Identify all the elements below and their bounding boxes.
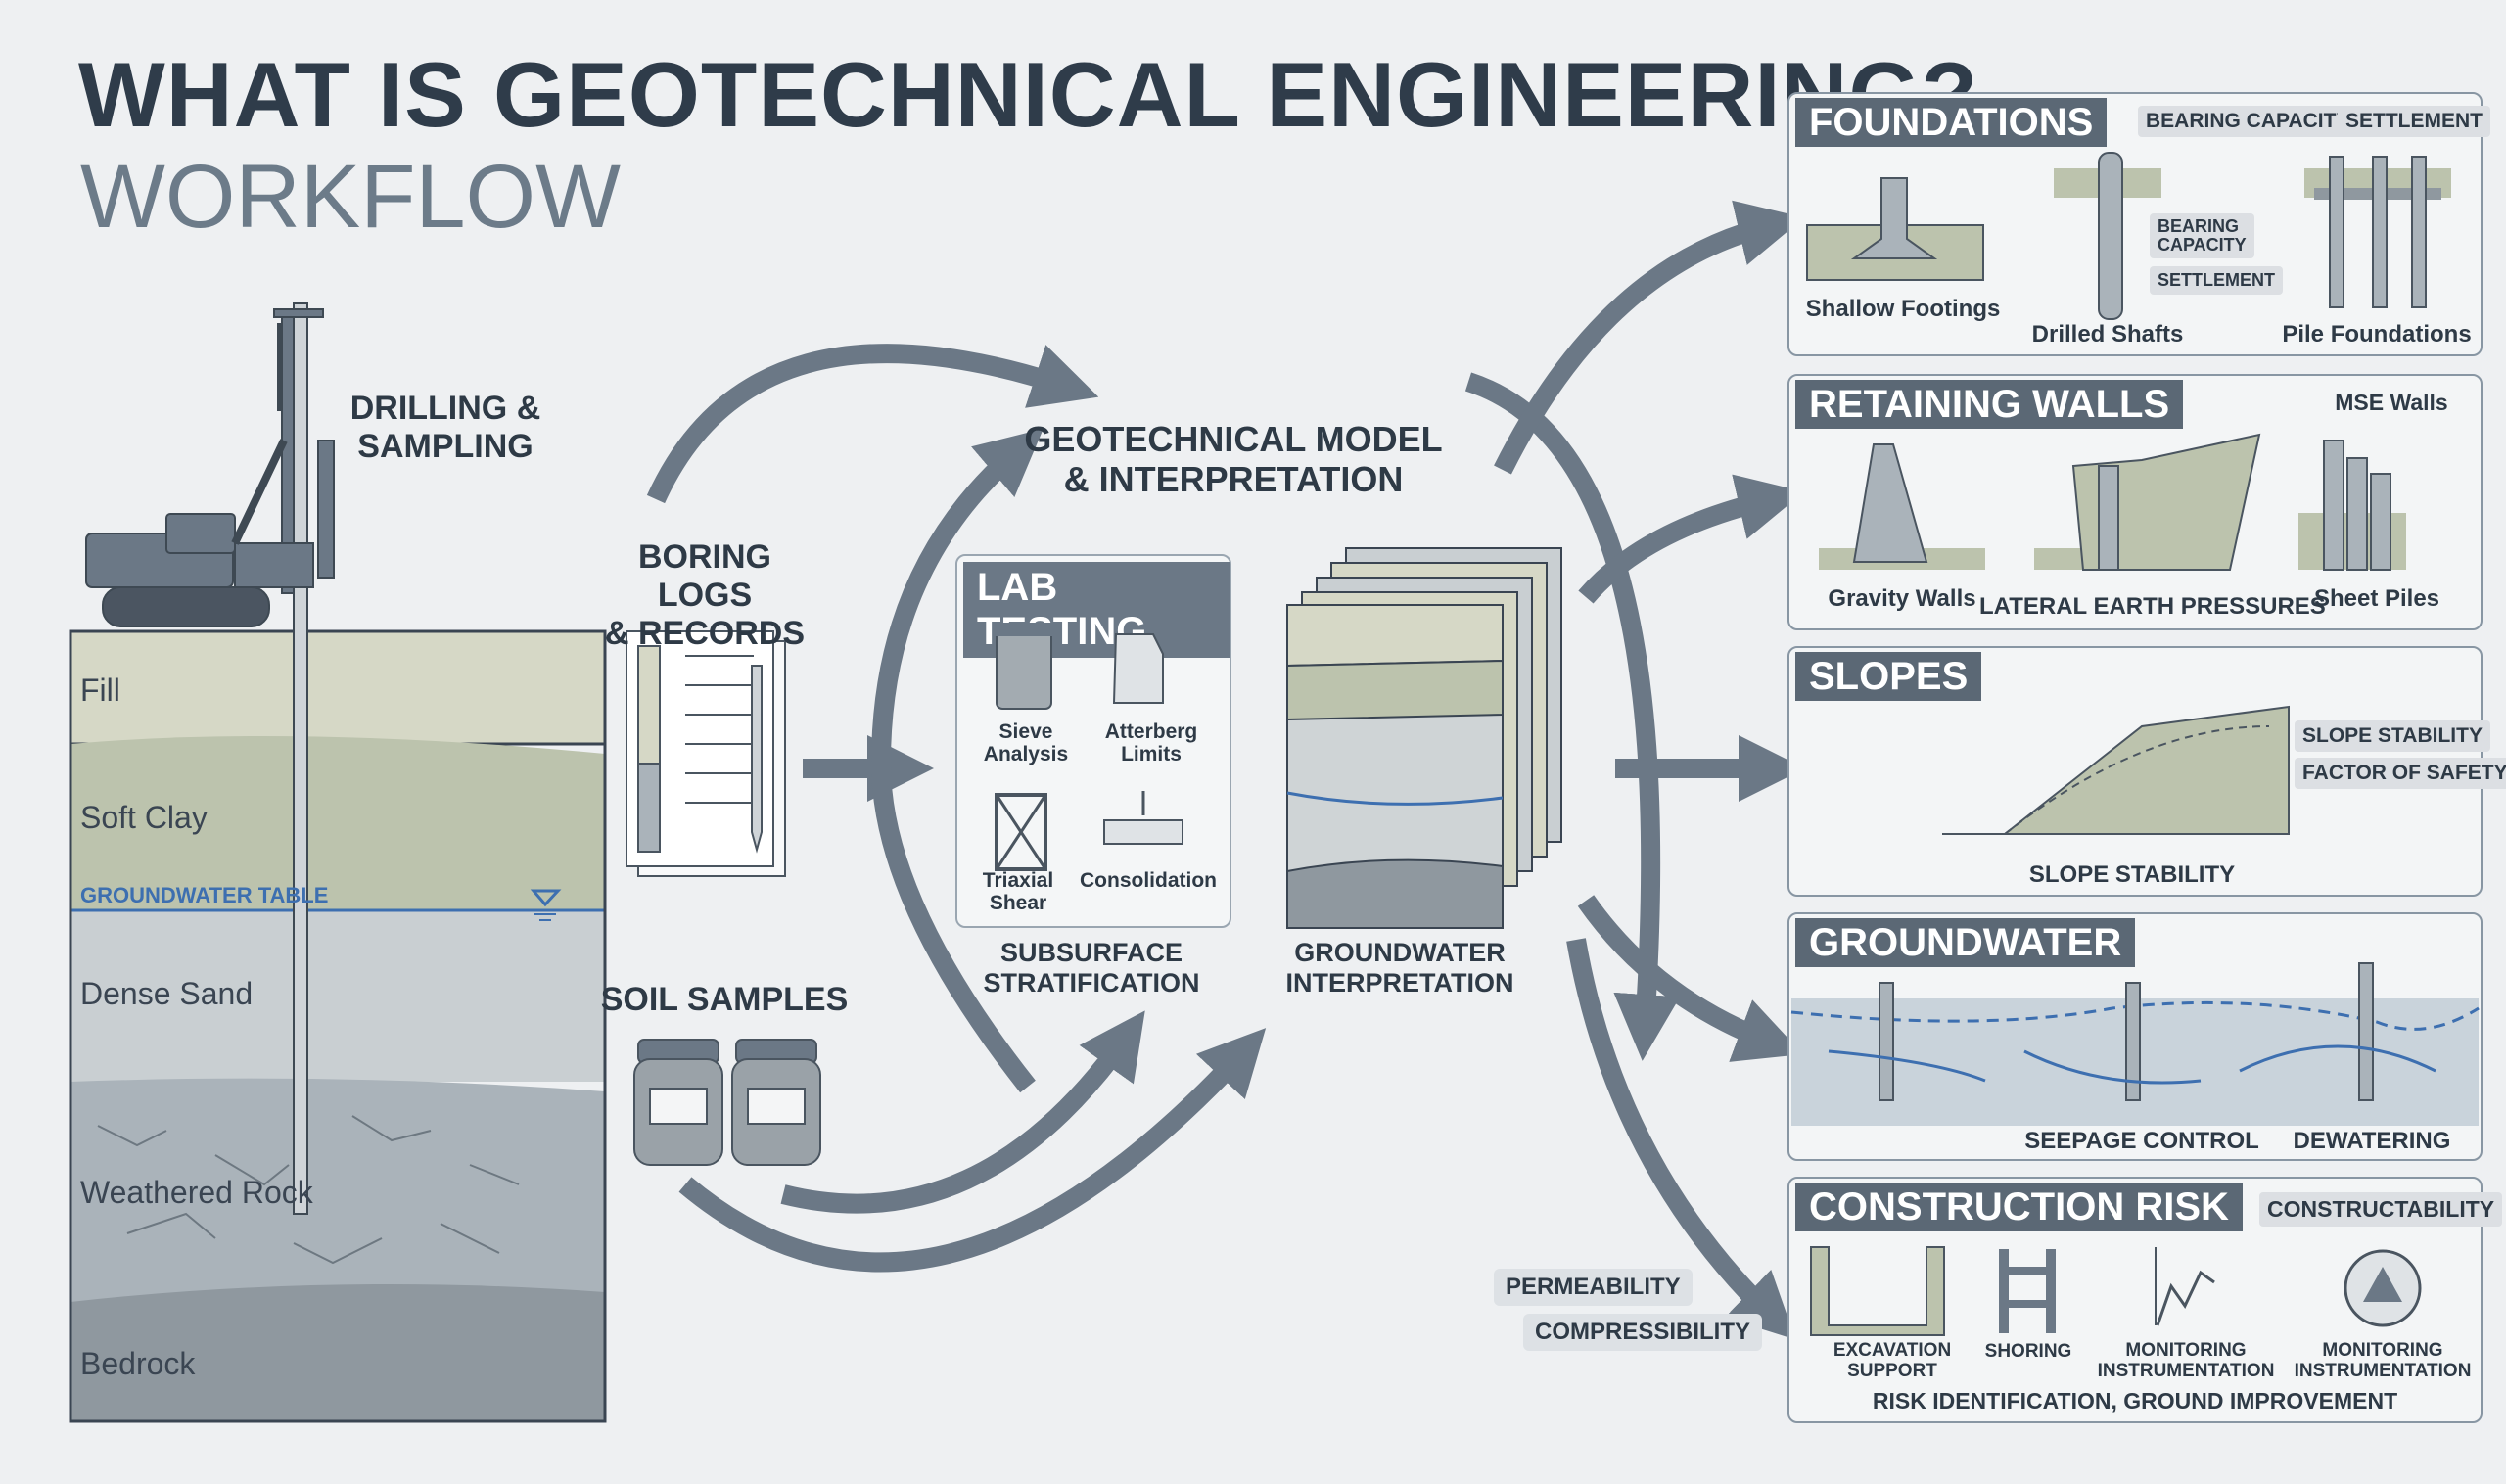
layer-weathered-rock: Weathered Rock [80, 1175, 313, 1210]
page-subtitle: WORKFLOW [80, 147, 621, 247]
lab-item-consolidation: Consolidation [1080, 869, 1217, 892]
page-title: WHAT IS GEOTECHNICAL ENGINEERING? [78, 43, 1978, 146]
item-monitoring-2: MONITORING INSTRUMENTATION [2294, 1340, 2472, 1381]
groundwater-icon [1790, 962, 2480, 1126]
lab-item-sieve: Sieve Analysis [983, 720, 1069, 766]
tag-factor-of-safety: FACTOR OF SAFETY [2295, 758, 2506, 789]
lab-item-atterberg: Atterberg Limits [1104, 720, 1198, 766]
layer-dense-sand: Dense Sand [80, 976, 254, 1011]
mini-tag-settlement: SETTLEMENT [2150, 266, 2283, 295]
panel-groundwater: GROUNDWATER SEEPAGE CONTROL DEWATERING [1787, 912, 2483, 1161]
model-label: GEOTECHNICAL MODEL & INTERPRETATION [1024, 419, 1443, 500]
soil-column [69, 629, 607, 1423]
lab-item-triaxial: Triaxial Shear [982, 869, 1054, 915]
groundwater-title: GROUNDWATER [1795, 918, 2136, 967]
item-monitoring-1: MONITORING INSTRUMENTATION [2097, 1340, 2275, 1381]
retaining-title: RETAINING WALLS [1795, 380, 2184, 429]
panel-construction-risk: CONSTRUCTION RISK CONSTRUCTABILITY EXCAV… [1787, 1177, 2503, 1423]
strata-model [1286, 547, 1562, 929]
lab-testing-box: LAB TESTING Sieve Analysis Atterberg Lim… [955, 554, 1231, 928]
tag-bearing-capacity: BEARING CAPACITY [2138, 106, 2358, 137]
boring-log-graphic [626, 630, 786, 877]
risk-title: CONSTRUCTION RISK [1795, 1183, 2243, 1231]
badge-permeability: PERMEABILITY [1494, 1269, 1693, 1306]
drill-rig [85, 302, 335, 1215]
item-shoring: SHORING [1984, 1341, 2072, 1362]
tag-constructability: CONSTRUCTABILITY [2259, 1192, 2503, 1227]
panel-foundations: FOUNDATIONS BEARING CAPACITY SETTLEMENT … [1787, 92, 2490, 356]
tag-slope-stability: SLOPE STABILITY [2295, 720, 2490, 752]
item-pile-foundations: Pile Foundations [2282, 321, 2472, 348]
item-drilled-shafts: Drilled Shafts [2031, 321, 2184, 348]
slopes-title: SLOPES [1795, 652, 1982, 701]
item-sheet-piles: Sheet Piles [2313, 585, 2440, 612]
item-dewatering: DEWATERING [2293, 1128, 2451, 1154]
item-slope-stability: SLOPE STABILITY [2028, 861, 2236, 888]
soil-samples-label: SOIL SAMPLES [600, 981, 849, 1018]
groundwater-table-label: GROUNDWATER TABLE [80, 883, 329, 907]
foundations-title: FOUNDATIONS [1795, 98, 2108, 147]
panel-slopes: SLOPES SLOPE STABILITY FACTOR OF SAFETY … [1787, 646, 2506, 897]
lab-icons [993, 623, 1183, 871]
groundwater-interp-label: GROUNDWATER INTERPRETATION [1285, 938, 1514, 998]
slope-icon [1942, 705, 2290, 835]
tag-mse-walls: MSE Walls [2335, 390, 2448, 415]
soil-jars [633, 1039, 821, 1166]
drilling-label: DRILLING & SAMPLING [349, 390, 541, 466]
item-excavation-support: EXCAVATION SUPPORT [1833, 1340, 1952, 1381]
foundation-icons [1806, 152, 2451, 320]
retaining-icons [1819, 433, 2406, 571]
item-gravity-walls: Gravity Walls [1828, 585, 1976, 612]
item-lateral-earth-pressures: LATERAL EARTH PRESSURES [1979, 593, 2326, 620]
layer-soft-clay: Soft Clay [80, 800, 208, 835]
tag-settlement: SETTLEMENT [2338, 106, 2490, 137]
item-seepage-control: SEEPAGE CONTROL [2024, 1128, 2259, 1154]
boring-logs-label: BORING LOGS & RECORDS [604, 538, 806, 653]
risk-footer: RISK IDENTIFICATION, GROUND IMPROVEMENT [1872, 1388, 2398, 1414]
layer-bedrock: Bedrock [80, 1346, 196, 1381]
risk-icons [1810, 1246, 2422, 1336]
flow-arrows [646, 200, 1806, 1340]
mini-tag-bearing: BEARING CAPACITY [2150, 213, 2254, 258]
subsurface-label: SUBSURFACE STRATIFICATION [983, 938, 1200, 998]
layer-fill: Fill [80, 672, 120, 708]
item-shallow-footings: Shallow Footings [1805, 296, 2001, 322]
badge-compressibility: COMPRESSIBILITY [1523, 1314, 1763, 1351]
panel-retaining-walls: RETAINING WALLS MSE Walls Gravity Walls … [1787, 374, 2483, 630]
